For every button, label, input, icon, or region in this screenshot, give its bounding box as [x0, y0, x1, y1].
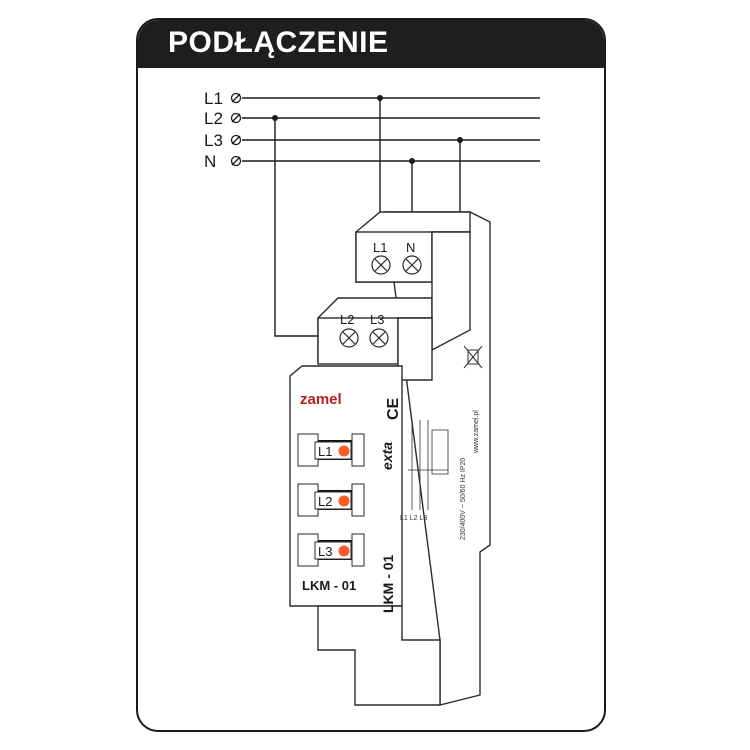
line-label-l3: L3: [204, 131, 223, 150]
device-shoulder-lower: [397, 317, 433, 381]
terminal-label-l2: L2: [340, 312, 354, 327]
page-title: PODŁĄCZENIE: [168, 26, 389, 59]
side-phase-text: L1 L2 L3: [400, 515, 427, 522]
indicator-label: L1: [318, 444, 332, 459]
side-schematic: [408, 420, 449, 510]
terminal-label-l1: L1: [373, 240, 387, 255]
model-label-front: LKM - 01: [302, 578, 356, 593]
card-header: PODŁĄCZENIE: [138, 20, 604, 68]
device-base: [317, 605, 441, 706]
top-terminal-face: [355, 231, 433, 283]
indicator-l3: L3: [297, 533, 365, 567]
brand-logo: zamel: [300, 391, 342, 408]
weee-bin-icon: [463, 345, 483, 369]
junction-dot: [457, 137, 463, 143]
led-indicator: [338, 495, 350, 507]
junction-dot: [409, 158, 415, 164]
exta-logo: exta: [379, 442, 395, 470]
indicator-label: L3: [318, 544, 332, 559]
indicator-l2: L2: [297, 483, 365, 517]
led-indicator: [338, 445, 350, 457]
terminal-label-l3: L3: [370, 312, 384, 327]
ce-mark: CE: [385, 397, 402, 420]
junction-dot: [272, 115, 278, 121]
indicator-l1: L1: [297, 433, 365, 467]
line-label-l2: L2: [204, 109, 223, 128]
line-label-l1: L1: [204, 89, 223, 108]
terminal-label-n: N: [406, 240, 415, 255]
model-label-side: LKM - 01: [380, 554, 396, 613]
side-url-text: www.zamel.pl: [473, 410, 480, 454]
indicator-label: L2: [318, 494, 332, 509]
junction-dot: [377, 95, 383, 101]
device-shoulder: [431, 231, 471, 352]
line-label-n: N: [204, 152, 216, 171]
led-indicator: [338, 545, 350, 557]
side-spec-text: 230/400V ~ 50/60 Hz IP20: [460, 458, 467, 540]
